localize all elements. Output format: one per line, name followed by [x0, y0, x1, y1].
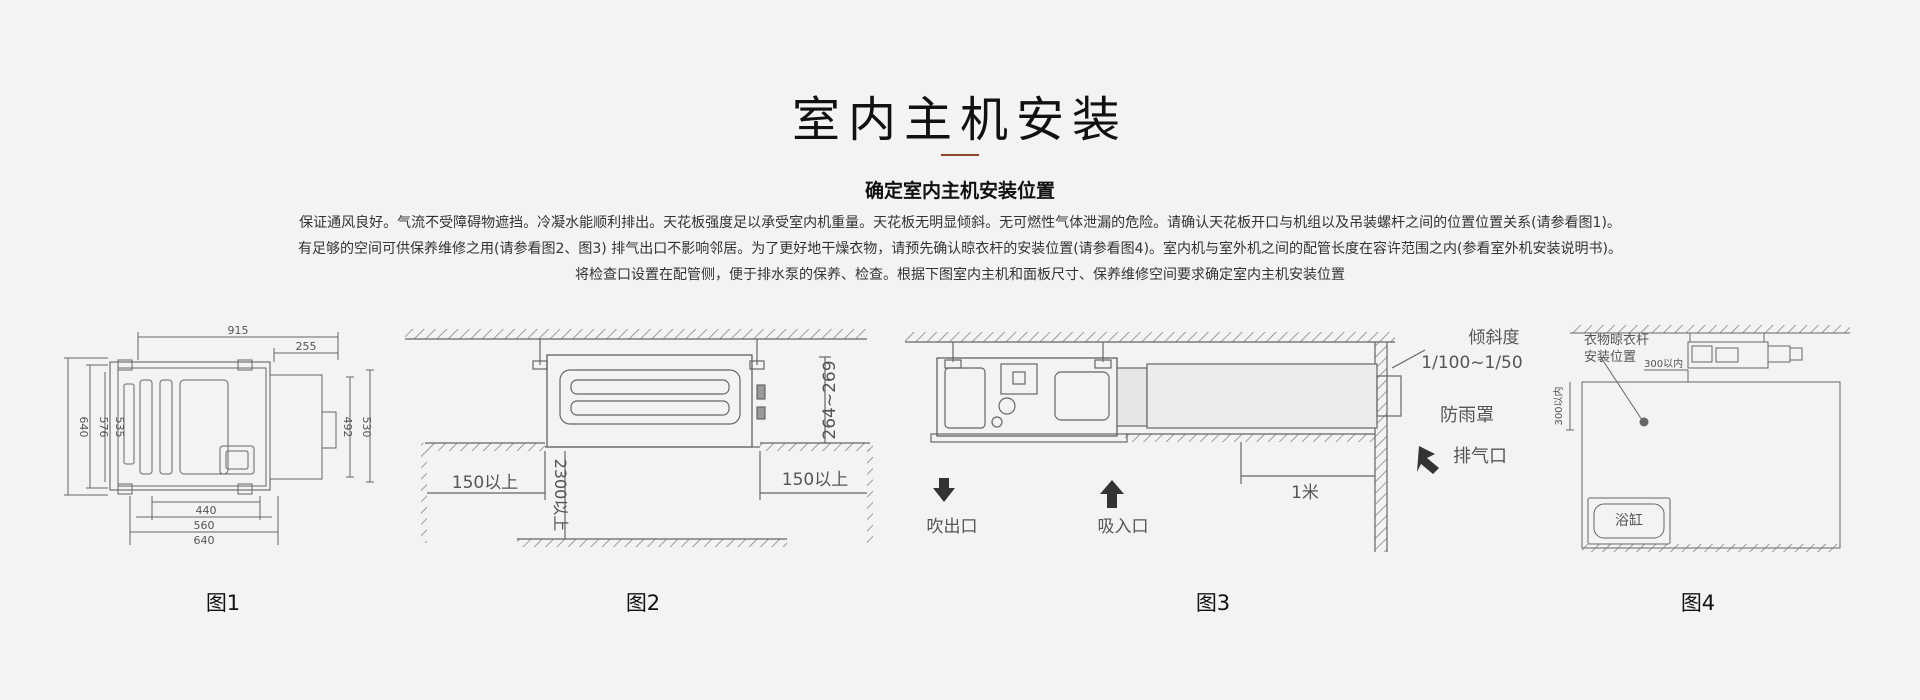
fig3-exhaust-label: 排气口 — [1453, 446, 1507, 467]
fig3-outlet-label: 吹出口 — [927, 517, 978, 537]
exhaust-arrow-icon — [1417, 446, 1439, 474]
fig1-dim-640-left: 640 — [77, 417, 90, 438]
fig1-dim-255: 255 — [296, 340, 317, 353]
figure-2-diagram: 264~269 150以上 150以上 2300以上 — [405, 325, 880, 555]
outlet-arrow-icon — [933, 478, 955, 502]
fig3-inlet-label: 吸入口 — [1098, 517, 1149, 537]
figure-3-caption: 图3 — [1195, 591, 1231, 615]
figure-3-diagram: 倾斜度 1/100~1/50 防雨罩 排气口 1米 吹出口 吸入口 — [905, 318, 1535, 563]
fig3-slope-value: 1/100~1/50 — [1421, 353, 1522, 373]
fig2-right-clearance: 150以上 — [782, 470, 848, 490]
fig2-height-label: 264~269 — [820, 360, 840, 439]
title-accent-divider — [941, 154, 979, 156]
fig1-dim-535: 535 — [113, 417, 126, 438]
section-subtitle: 确定室内主机安装位置 — [864, 180, 1055, 202]
fig1-dim-440: 440 — [196, 504, 217, 517]
figure-4-diagram: 衣物晾衣杆 安装位置 300以内 300以内 浴缸 — [1540, 320, 1860, 555]
page-title: 室内主机安装 — [791, 92, 1128, 148]
figure-2-caption: 图2 — [625, 591, 661, 615]
figure-4-caption: 图4 — [1680, 591, 1716, 615]
fig3-distance-label: 1米 — [1291, 483, 1319, 503]
fig1-dim-492: 492 — [341, 417, 354, 438]
fig1-dim-915: 915 — [228, 324, 249, 337]
paragraph-line-1: 保证通风良好。气流不受障碍物遮挡。冷凝水能顺利排出。天花板强度足以承受室内机重量… — [299, 215, 1621, 231]
paragraph-line-3: 将检查口设置在配管侧，便于排水泵的保养、检查。根据下图室内主机和面板尺寸、保养维… — [575, 267, 1345, 283]
fig1-dim-560: 560 — [194, 519, 215, 532]
fig4-within-300-vertical: 300以内 — [1552, 386, 1565, 425]
fig3-slope-title: 倾斜度 — [1469, 328, 1520, 348]
fig1-dim-576: 576 — [97, 417, 110, 438]
figure-1-caption: 图1 — [205, 591, 241, 615]
fig4-rack-label-2: 安装位置 — [1584, 350, 1636, 365]
inlet-arrow-icon — [1100, 480, 1124, 508]
fig4-within-300-horizontal: 300以内 — [1644, 357, 1683, 370]
fig3-rain-cover-label: 防雨罩 — [1440, 405, 1494, 426]
fig1-dim-640-bottom: 640 — [194, 534, 215, 547]
fig2-floor-clearance: 2300以上 — [551, 459, 570, 532]
fig4-bathtub-label: 浴缸 — [1615, 512, 1643, 529]
paragraph-line-2: 有足够的空间可供保养维修之用(请参看图2、图3) 排气出口不影响邻居。为了更好地… — [298, 241, 1622, 257]
fig2-left-clearance: 150以上 — [452, 473, 518, 493]
fig1-dim-530: 530 — [360, 417, 373, 438]
fig4-rack-label-1: 衣物晾衣杆 — [1584, 332, 1649, 348]
figure-1-diagram: 915 255 640 576 535 492 530 440 560 640 — [60, 320, 380, 560]
